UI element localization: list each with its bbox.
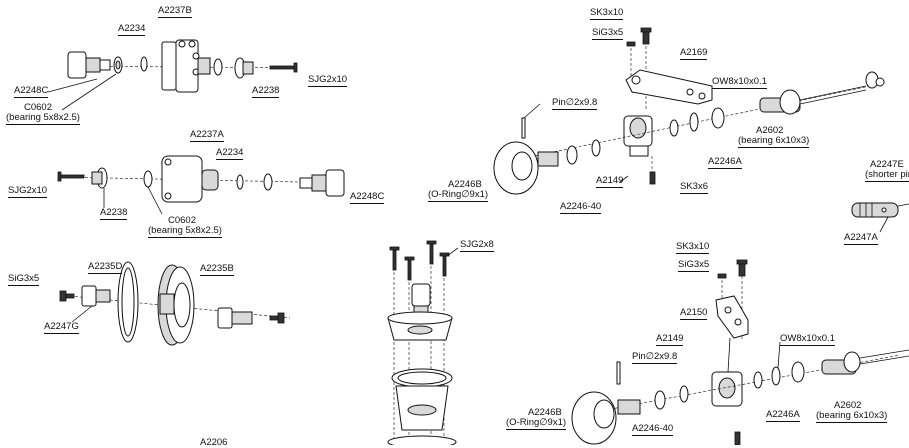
label-a2238-top: A2238	[252, 85, 280, 98]
label-a2149-bot: A2149	[656, 333, 684, 346]
label-a2237b: A2237B	[158, 5, 192, 18]
label-c0602-top: C0602	[24, 102, 52, 113]
label-a2246-40-bot: A2246-40	[632, 423, 674, 436]
label-a2246a-top: A2246A	[708, 156, 742, 169]
label-sig3x5-left: SiG3x5	[8, 273, 40, 286]
mid-diff-assembly	[57, 155, 346, 215]
label-a2602-top: A2602	[756, 125, 784, 136]
label-sjg2x10-mid: SJG2x10	[8, 185, 48, 198]
label-c0602-top-desc: (bearing 5x8x2.5)	[6, 112, 80, 125]
label-sjg2x10-top: SJG2x10	[308, 74, 348, 87]
spur-diff-assembly	[59, 261, 291, 346]
label-a2149-top: A2149	[596, 175, 624, 188]
label-a2234-mid: A2234	[216, 147, 244, 160]
label-pin-bot: Pin∅2x9.8	[632, 351, 678, 364]
label-ow-top: OW8x10x0.1	[712, 76, 767, 89]
label-a2234-top: A2234	[118, 23, 146, 36]
label-a2247e-desc: (shorter pin)	[865, 170, 909, 182]
label-a2237a: A2237A	[190, 129, 224, 142]
label-sk3x6: SK3x6	[680, 181, 708, 194]
label-c0602-mid: C0602	[168, 215, 196, 226]
label-a2235b: A2235B	[200, 263, 234, 276]
label-a2602-bot: A2602	[834, 400, 862, 411]
label-a2246b-bot: A2246B	[528, 407, 562, 418]
a2247a-pin	[851, 202, 909, 233]
label-a2602-top-desc: (bearing 6x10x3)	[738, 135, 810, 148]
label-a2246a-bot: A2246A	[766, 409, 800, 422]
top-knuckle-assembly	[493, 27, 885, 195]
label-sk3x10-bot: SK3x10	[676, 241, 710, 254]
label-a2247g: A2247G	[44, 321, 79, 334]
label-sig3x5-top: SiG3x5	[592, 27, 624, 40]
label-a2169: A2169	[680, 47, 708, 60]
label-ow-bot: OW8x10x0.1	[780, 333, 835, 346]
label-c0602-mid-desc: (bearing 5x8x2.5)	[148, 225, 222, 238]
label-a2235d: A2235D	[88, 261, 123, 274]
label-sjg2x8: SJG2x8	[460, 239, 494, 252]
label-a2246b-top-desc: (O-Ring∅9x1)	[428, 189, 489, 202]
label-a2247a: A2247A	[844, 232, 878, 245]
label-a2246b-bot-desc: (O-Ring∅9x1)	[506, 417, 567, 430]
label-a2248c-top: A2248C	[14, 85, 49, 98]
label-a2248c-mid: A2248C	[350, 191, 385, 204]
label-a2150: A2150	[680, 307, 708, 320]
bottom-knuckle-assembly	[571, 259, 909, 445]
label-pin-top: Pin∅2x9.8	[552, 97, 598, 110]
center-gearbox-assembly	[387, 240, 459, 445]
label-sig3x5-bot: SiG3x5	[678, 259, 710, 272]
label-a2247e: A2247E	[870, 159, 904, 170]
label-a2238-mid: A2238	[100, 207, 128, 220]
top-diff-assembly	[47, 39, 298, 111]
label-sk3x10-top: SK3x10	[590, 7, 624, 20]
label-a2246b-top: A2246B	[448, 179, 482, 190]
label-a2602-bot-desc: (bearing 6x10x3)	[816, 410, 888, 423]
label-a2206: A2206	[200, 437, 228, 448]
label-a2246-40-top: A2246-40	[560, 201, 602, 214]
